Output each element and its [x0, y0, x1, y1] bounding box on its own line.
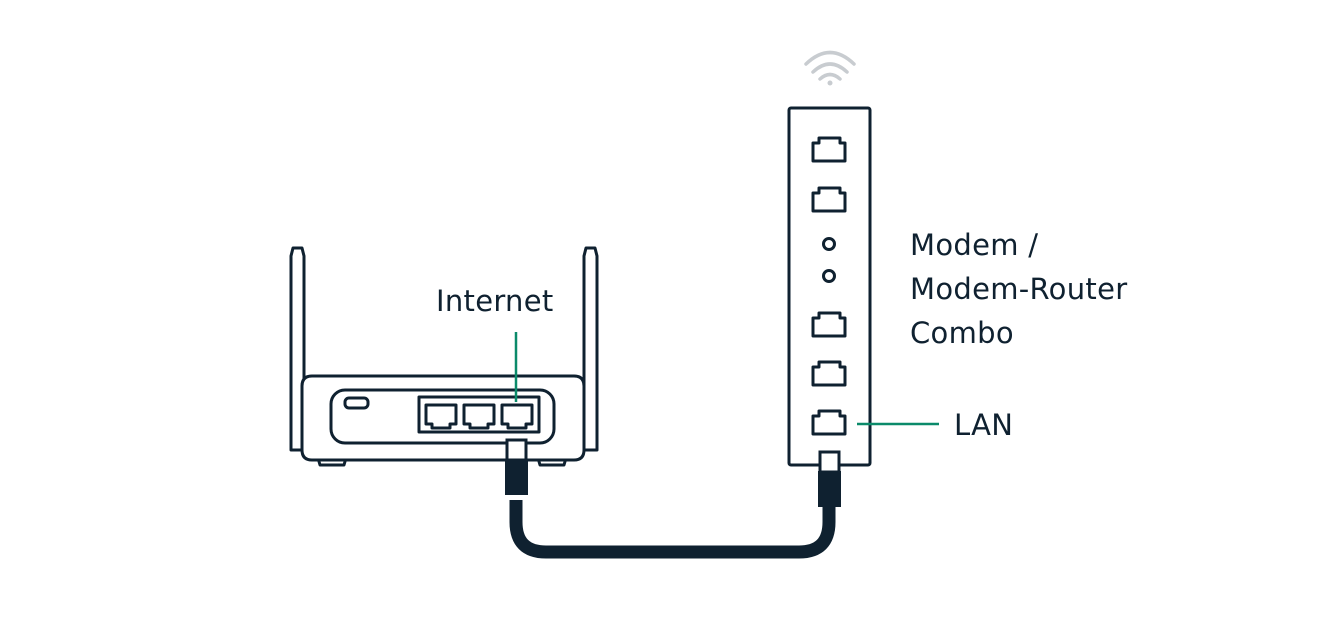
router-port-2	[462, 403, 496, 430]
modem-label-line-1: Modem /	[910, 228, 1039, 262]
cable-wire	[509, 500, 836, 559]
cable-plug-modem	[818, 450, 841, 474]
modem-label-line-2: Modem-Router	[910, 272, 1128, 306]
modem-port-2	[811, 186, 847, 213]
wifi-icon	[804, 50, 856, 86]
router-port-1	[424, 403, 458, 430]
modem-port-lan	[811, 409, 847, 436]
modem-led-1	[822, 237, 836, 251]
cable-boot-router	[505, 459, 528, 495]
cable-plug-router	[505, 438, 528, 462]
lan-label: LAN	[954, 408, 1014, 442]
router-indicator	[343, 396, 370, 410]
modem-label-line-3: Combo	[910, 316, 1014, 350]
modem-label: Modem / Modem-Router Combo	[910, 223, 1127, 355]
modem-port-3	[811, 311, 847, 338]
router-port-internet	[500, 403, 534, 430]
modem-port-1	[811, 136, 847, 163]
ethernet-cable-icon	[505, 438, 841, 559]
modem-port-4	[811, 360, 847, 387]
modem-led-2	[822, 269, 836, 283]
router-icon	[289, 246, 599, 467]
internet-label: Internet	[436, 284, 554, 318]
modem-icon	[787, 106, 872, 467]
cable-boot-modem	[818, 471, 841, 507]
router-antenna-right	[582, 246, 599, 452]
